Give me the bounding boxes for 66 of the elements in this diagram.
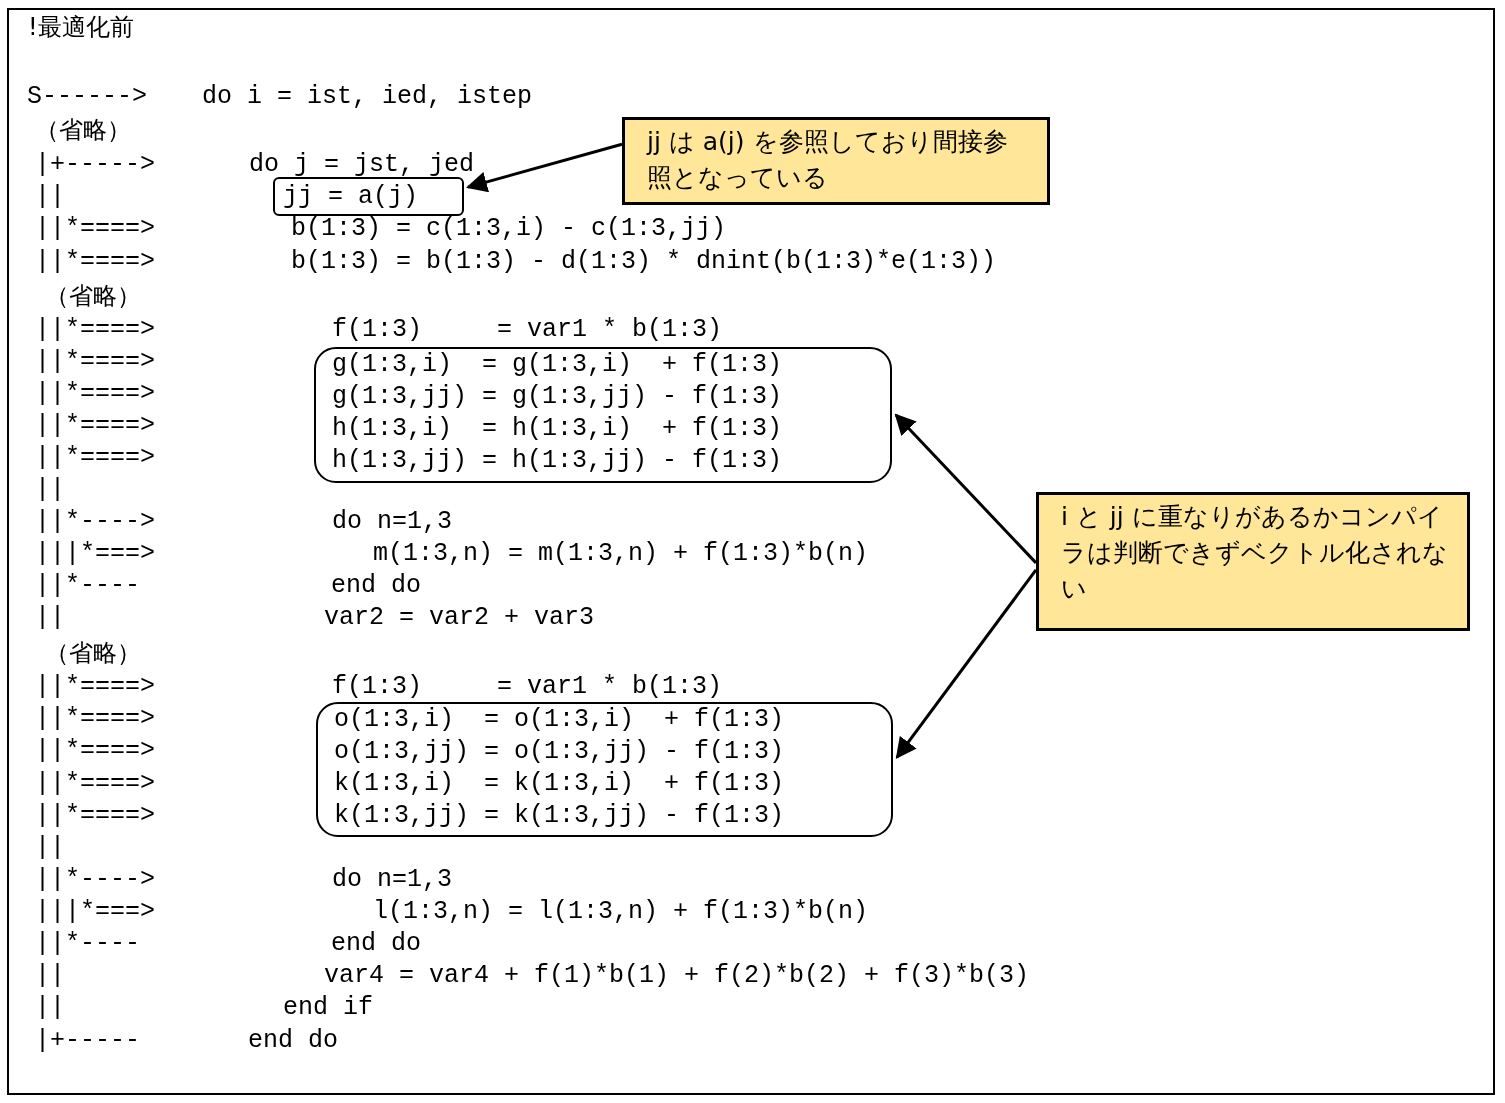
loop-marker: ||*====> <box>35 768 156 800</box>
code-line: h(1:3,i) = h(1:3,i) + f(1:3) <box>332 413 784 445</box>
code-line: jj = a(j) <box>283 181 420 213</box>
code-line: end do <box>248 1025 338 1057</box>
omission-note: （省略） <box>35 115 131 146</box>
code-line: b(1:3) = b(1:3) - d(1:3) * dnint(b(1:3)*e(1:3)) <box>291 246 997 278</box>
code-line: m(1:3,n) = m(1:3,n) + f(1:3)*b(n) <box>373 538 869 570</box>
loop-marker: ||*====> <box>35 703 156 735</box>
loop-marker: |+-----> <box>35 149 156 181</box>
loop-marker: ||*====> <box>35 410 156 442</box>
code-line: b(1:3) = c(1:3,i) - c(1:3,jj) <box>291 213 727 245</box>
loop-marker: |||*===> <box>35 896 156 928</box>
arrow <box>466 142 623 193</box>
code-line: end if <box>283 992 373 1024</box>
loop-marker: || <box>35 602 65 634</box>
loop-marker: || <box>35 474 65 506</box>
code-line: f(1:3) = var1 * b(1:3) <box>332 671 723 703</box>
loop-marker: || <box>35 832 65 864</box>
code-line: o(1:3,i) = o(1:3,i) + f(1:3) <box>334 704 786 736</box>
loop-marker: ||*----> <box>35 506 156 538</box>
loop-marker: ||*====> <box>35 800 156 832</box>
loop-marker: ||*====> <box>35 378 156 410</box>
code-line: k(1:3,jj) = k(1:3,jj) - f(1:3) <box>334 800 786 832</box>
loop-marker: ||*====> <box>35 671 156 703</box>
highlight-box <box>273 177 464 216</box>
loop-marker: ||*---- <box>35 928 141 960</box>
code-line: h(1:3,jj) = h(1:3,jj) - f(1:3) <box>332 445 784 477</box>
highlight-box <box>314 347 892 483</box>
code-comment: !最適化前 <box>28 12 134 43</box>
code-line: end do <box>331 570 421 602</box>
omission-note: （省略） <box>45 281 141 312</box>
loop-marker: ||*---- <box>35 570 141 602</box>
loop-marker: ||*----> <box>35 864 156 896</box>
callout-box <box>622 117 1050 205</box>
callout-text: jj は a(j) を参照しており間接参照となっている <box>647 126 1009 194</box>
code-line: do n=1,3 <box>332 864 453 896</box>
code-line: do i = ist, ied, istep <box>202 81 533 113</box>
loop-marker: || <box>35 181 65 213</box>
loop-marker: ||*====> <box>35 314 156 346</box>
highlight-box <box>316 702 893 837</box>
loop-marker: S------> <box>27 81 148 113</box>
omission-note: （省略） <box>45 638 141 669</box>
code-line: o(1:3,jj) = o(1:3,jj) - f(1:3) <box>334 736 786 768</box>
code-line: f(1:3) = var1 * b(1:3) <box>332 314 723 346</box>
loop-marker: |+----- <box>35 1025 141 1057</box>
loop-marker: |||*===> <box>35 538 156 570</box>
code-line: var4 = var4 + f(1)*b(1) + f(2)*b(2) + f(3)*b(3) <box>324 960 1030 992</box>
loop-marker: ||*====> <box>35 442 156 474</box>
loop-marker: || <box>35 992 65 1024</box>
loop-marker: || <box>35 960 65 992</box>
loop-marker: ||*====> <box>35 346 156 378</box>
callout-box <box>1036 492 1470 631</box>
code-line: l(1:3,n) = l(1:3,n) + f(1:3)*b(n) <box>373 896 869 928</box>
loop-marker: ||*====> <box>35 735 156 767</box>
arrow <box>894 413 1038 564</box>
code-line: do j = jst, jed <box>249 149 475 181</box>
code-line: g(1:3,i) = g(1:3,i) + f(1:3) <box>332 349 784 381</box>
loop-marker: ||*====> <box>35 213 156 245</box>
code-line: var2 = var2 + var3 <box>324 602 595 634</box>
arrow <box>895 568 1038 760</box>
code-line: end do <box>331 928 421 960</box>
code-line: k(1:3,i) = k(1:3,i) + f(1:3) <box>334 768 786 800</box>
loop-marker: ||*====> <box>35 246 156 278</box>
callout-text: i と jj に重なりがあるかコンパイラは判断できずベクトル化されない <box>1061 501 1449 605</box>
code-line: g(1:3,jj) = g(1:3,jj) - f(1:3) <box>332 381 784 413</box>
code-line: do n=1,3 <box>332 506 453 538</box>
